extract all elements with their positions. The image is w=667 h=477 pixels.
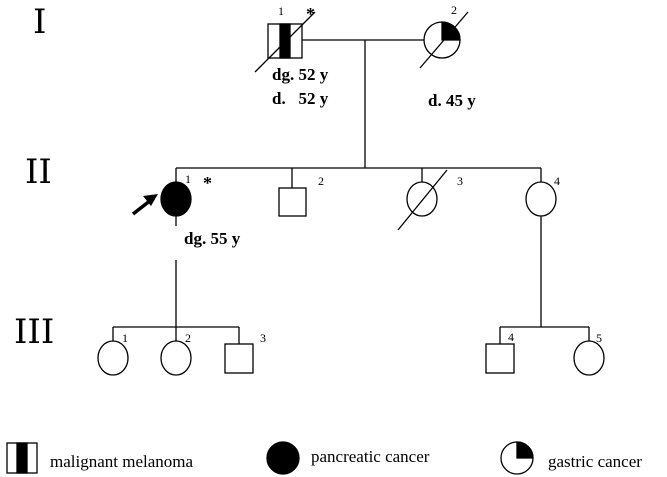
proband-arrow-icon <box>131 194 158 216</box>
legend-label: gastric cancer <box>548 452 642 471</box>
melanoma-marker <box>279 23 291 59</box>
individual-number: 3 <box>457 174 463 188</box>
legend-item-gastric: gastric cancer <box>500 441 642 475</box>
individual-number: 4 <box>554 174 560 188</box>
death-age: d. 52 y <box>272 89 329 108</box>
individual-III-3[interactable]: 3 <box>224 331 266 374</box>
generation-label-III: III <box>14 312 54 352</box>
individual-II-2[interactable]: 2 <box>278 174 324 217</box>
asterisk-mark: * <box>306 4 315 24</box>
individual-III-2[interactable]: 2 <box>160 331 192 376</box>
individual-II-1[interactable]: 1 * dg. 55 y <box>131 172 241 248</box>
individual-number: 5 <box>596 331 602 345</box>
individual-III-5[interactable]: 5 <box>573 331 605 376</box>
diagnosis-age: dg. 55 y <box>184 229 241 248</box>
legend-item-pancreatic: pancreatic cancer <box>266 441 430 475</box>
death-age: d. 45 y <box>428 91 476 110</box>
individual-number: 2 <box>451 3 457 17</box>
male-symbol <box>224 343 254 374</box>
individual-number: 2 <box>318 174 324 188</box>
legend-item-melanoma: malignant melanoma <box>6 442 193 474</box>
generation-label-I: I <box>33 2 46 42</box>
quarter-filled-circle-icon <box>500 441 534 475</box>
legend-label: pancreatic cancer <box>311 447 430 466</box>
filled-circle-icon <box>266 441 300 475</box>
individual-I-1[interactable]: 1 * dg. 52 y d. 52 y <box>254 4 329 108</box>
individual-I-2[interactable]: 2 d. 45 y <box>419 3 476 110</box>
individual-III-4[interactable]: 4 <box>485 330 515 374</box>
asterisk-mark: * <box>203 173 212 193</box>
male-symbol <box>278 187 307 217</box>
individual-number: 2 <box>185 331 191 345</box>
deceased-slash <box>254 11 316 73</box>
legend: malignant melanoma pancreatic cancer gas… <box>6 441 642 475</box>
affected-female-symbol <box>160 181 192 217</box>
female-symbol <box>160 340 192 376</box>
individual-number: 1 <box>122 331 128 345</box>
legend-label: malignant melanoma <box>50 452 193 471</box>
individual-II-3[interactable]: 3 <box>397 169 463 231</box>
female-symbol <box>525 181 557 217</box>
deceased-slash <box>419 11 469 69</box>
individual-II-4[interactable]: 4 <box>525 174 560 217</box>
deceased-slash <box>397 169 448 231</box>
melanoma-square-icon <box>6 442 38 474</box>
individual-number: 1 <box>185 172 191 186</box>
generation-label-II: II <box>25 152 52 192</box>
individual-number: 3 <box>260 331 266 345</box>
individual-III-1[interactable]: 1 <box>97 331 129 376</box>
male-symbol <box>485 343 515 374</box>
female-symbol <box>573 340 605 376</box>
diagnosis-age: dg. 52 y <box>272 65 329 84</box>
individual-number: 4 <box>508 330 514 344</box>
female-symbol <box>97 340 129 376</box>
individual-number: 1 <box>278 4 284 18</box>
